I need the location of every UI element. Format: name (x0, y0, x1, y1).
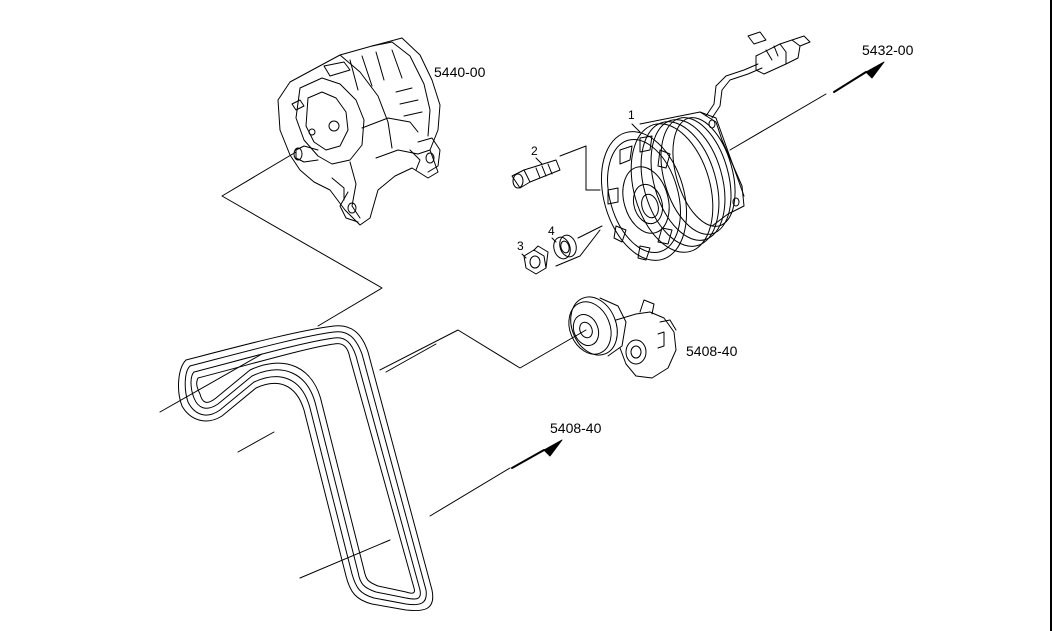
arrow-head-5408-40 (543, 439, 563, 457)
ac-compressor (600, 31, 811, 261)
ref-label-belt-arrow: 5408-40 (550, 420, 602, 436)
nut (523, 245, 549, 275)
alternator (277, 37, 441, 226)
ref-label-tensioner: 5408-40 (686, 343, 738, 359)
callout-3: 3 (517, 239, 524, 253)
center-lines (159, 93, 827, 579)
callout-2: 2 (531, 144, 538, 158)
poly-v-belt (178, 325, 434, 612)
callout-leaders (521, 123, 641, 259)
bolt (511, 159, 561, 189)
arrow-head-5432-00 (865, 61, 885, 79)
belt-tensioner (568, 296, 677, 379)
frame-border (1050, 0, 1052, 631)
ref-label-5432-00: 5432-00 (862, 42, 914, 58)
callout-4: 4 (548, 224, 555, 238)
direction-arrows (511, 61, 885, 469)
spacer-washer (553, 234, 577, 260)
ref-label-alternator: 5440-00 (434, 64, 486, 80)
callout-1: 1 (628, 108, 635, 122)
